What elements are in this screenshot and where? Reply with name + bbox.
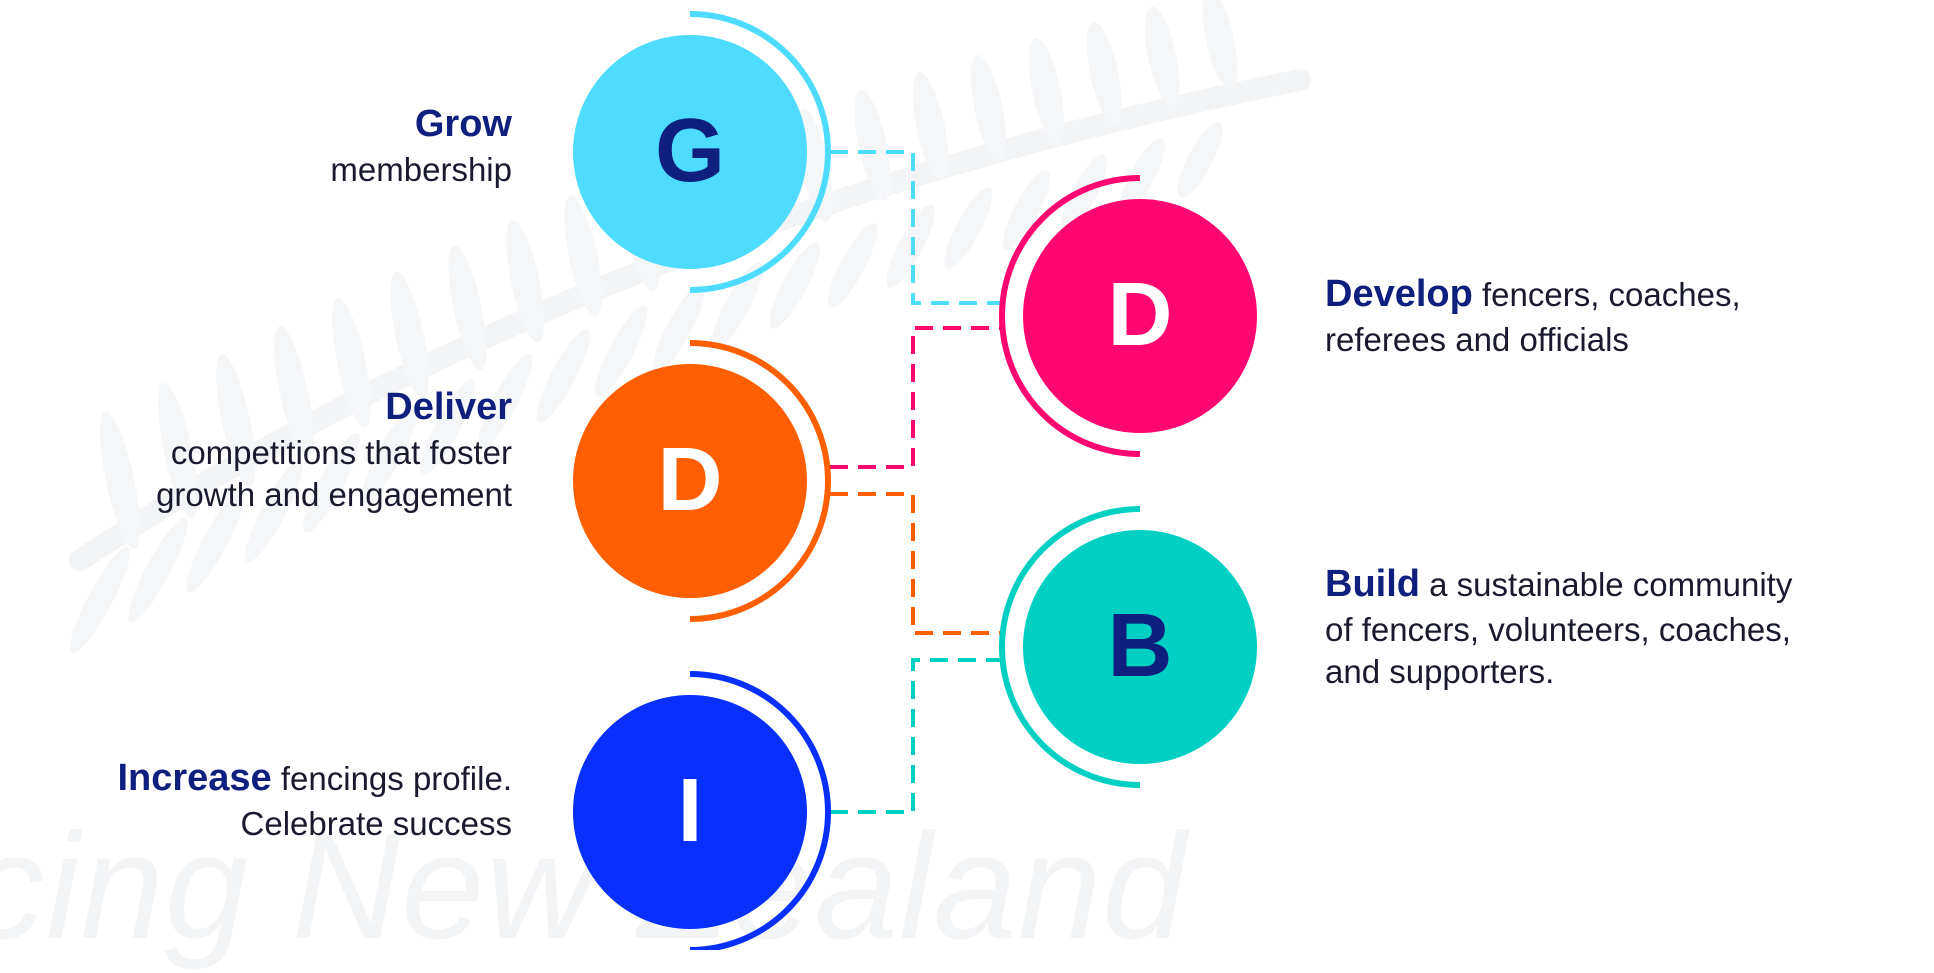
fern-leaf — [1086, 22, 1122, 125]
fern-leaf — [244, 460, 303, 563]
fern-leaf — [186, 489, 246, 593]
label-build-line3: and supporters. — [1325, 652, 1555, 690]
fern-watermark — [69, 0, 1311, 654]
label-build: Build a sustainable community of fencers… — [1325, 560, 1792, 693]
fern-leaf — [970, 54, 1007, 162]
circle-deliver — [573, 364, 807, 598]
label-deliver: Deliver competitions that foster growth … — [156, 383, 512, 516]
fern-leaf — [1144, 6, 1180, 107]
label-grow-title: Grow — [414, 103, 512, 145]
circle-grow — [573, 35, 807, 269]
connector-grow-develop — [830, 150, 1005, 305]
fern-leaf — [69, 546, 131, 654]
label-develop-title: Develop — [1325, 273, 1473, 315]
fern-leaf — [652, 283, 705, 374]
letter-increase: I — [677, 761, 703, 861]
label-develop: Develop fencers, coaches, referees and o… — [1325, 270, 1741, 361]
fern-leaf — [128, 517, 188, 623]
fern-leaf — [506, 219, 545, 343]
fern-leaf — [564, 195, 602, 317]
fern-leaf — [216, 354, 256, 488]
label-deliver-line2: growth and engagement — [156, 475, 512, 513]
fern-leaf — [361, 405, 418, 504]
fern-leaf — [944, 187, 993, 269]
letter-build: B — [1107, 596, 1173, 696]
fern-leaf — [332, 298, 371, 428]
fern-leaf — [274, 326, 314, 457]
ring-increase — [689, 671, 831, 950]
circle-develop — [1023, 199, 1257, 433]
fern-leaf — [100, 411, 140, 549]
label-develop-line1: fencers, coaches, — [1482, 276, 1741, 313]
fern-leaf — [303, 432, 361, 533]
label-increase-line2: Celebrate success — [240, 804, 512, 842]
circle-increase — [573, 695, 807, 929]
ring-build — [999, 506, 1141, 788]
label-increase: Increase fencings profile. Celebrate suc… — [117, 754, 512, 845]
label-build-line2: of fencers, volunteers, coaches, — [1325, 610, 1791, 648]
goals-diagram: cing New Zealand G D I D B Grow membersh… — [0, 0, 1793, 970]
connector-deliver-develop — [830, 326, 1005, 469]
label-deliver-line1: competitions that foster — [170, 433, 512, 471]
ring-develop — [999, 175, 1141, 457]
ring-grow — [689, 11, 831, 293]
fern-leaf — [1177, 122, 1223, 198]
circle-build — [1023, 530, 1257, 764]
connector-increase-build — [830, 658, 1005, 814]
fern-leaf — [827, 222, 878, 308]
label-grow: Grow membership — [330, 100, 512, 191]
fern-leaf — [1202, 0, 1238, 89]
label-deliver-title: Deliver — [385, 386, 512, 428]
letter-deliver: D — [657, 430, 723, 530]
label-build-line1: a sustainable community — [1429, 566, 1793, 603]
label-grow-line1: membership — [330, 150, 512, 188]
letter-grow: G — [654, 101, 725, 201]
fern-leaf — [594, 305, 648, 398]
connector-lines — [830, 150, 1005, 814]
fern-leaf — [419, 379, 475, 476]
fern-leaf — [536, 329, 590, 423]
label-increase-line1: fencings profile. — [280, 760, 512, 797]
fern-leaf — [854, 90, 891, 201]
fern-leaf — [1061, 154, 1108, 233]
label-develop-line2: referees and officials — [1325, 320, 1629, 358]
fern-leaf — [711, 262, 763, 351]
fern-leaf — [912, 72, 949, 181]
fern-leaf — [158, 382, 198, 518]
fern-leaf — [1028, 38, 1064, 143]
fern-leaf — [1002, 170, 1050, 251]
fern-leaf — [886, 204, 935, 288]
fern-leaf — [448, 245, 487, 370]
fern-leaf — [769, 242, 820, 329]
ring-deliver — [689, 340, 831, 622]
connector-deliver-build — [830, 492, 1005, 635]
fern-leaf — [1119, 138, 1165, 215]
label-increase-title: Increase — [117, 757, 272, 799]
fern-leaf — [390, 271, 429, 399]
goal-circles — [573, 11, 1257, 950]
fern-leaf — [478, 353, 533, 449]
letter-develop: D — [1107, 265, 1173, 365]
label-build-title: Build — [1325, 563, 1420, 605]
